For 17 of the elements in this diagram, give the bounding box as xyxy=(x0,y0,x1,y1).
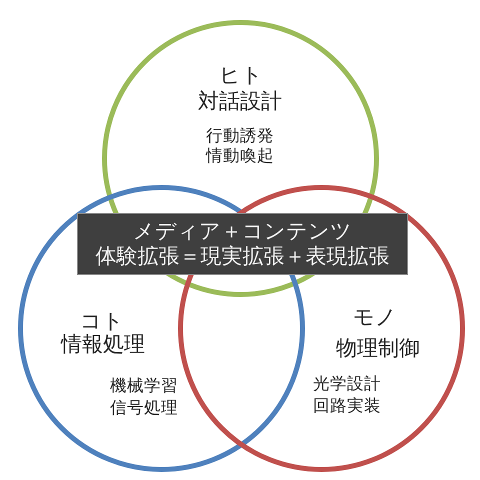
panel-heading: メディア＋コンテンツ xyxy=(133,218,352,244)
venn-circle xyxy=(178,184,464,472)
keyword-text: 回路実装 xyxy=(313,397,381,416)
heading-text: モノ xyxy=(353,305,397,330)
keyword-text: 光学設計 xyxy=(313,375,381,394)
heading-text: コト xyxy=(80,309,124,334)
keyword-text: 信号処理 xyxy=(110,399,178,418)
subheading-text: 情報処理 xyxy=(61,332,145,356)
subheading-text: 物理制御 xyxy=(336,336,420,360)
keyword-text: 機械学習 xyxy=(110,377,178,396)
subheading-text: 対話設計 xyxy=(198,89,282,114)
center-panel xyxy=(77,213,408,275)
heading-text: ヒト xyxy=(219,63,263,88)
panel-text: 体験拡張＝現実拡張＋表現拡張 xyxy=(96,244,390,270)
venn-circle xyxy=(18,184,304,472)
keyword-text: 行動誘発 xyxy=(206,127,274,146)
keyword-text: 情動喚起 xyxy=(206,147,274,166)
